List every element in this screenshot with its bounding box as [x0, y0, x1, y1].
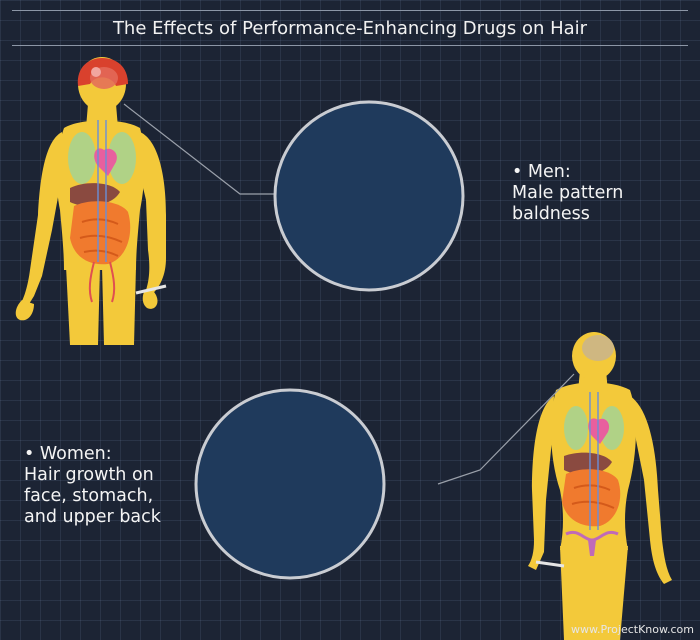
source-credit: www.ProjectKnow.com — [570, 623, 694, 636]
women-effect-note: • Women: Hair growth on face, stomach, a… — [24, 444, 161, 528]
men-effect-note: • Men: Male pattern baldness — [512, 162, 623, 225]
women-connector-line — [437, 373, 575, 485]
men-zoom-circle — [273, 100, 465, 292]
female-body-figure — [528, 332, 672, 640]
women-heading: • Women: — [24, 444, 112, 464]
title-bar: The Effects of Performance-Enhancing Dru… — [12, 10, 688, 46]
male-body-figure — [15, 57, 167, 345]
men-line-1: Male pattern — [512, 183, 624, 203]
page-title: The Effects of Performance-Enhancing Dru… — [112, 17, 588, 39]
women-line-2: face, stomach, — [24, 486, 154, 506]
women-line-1: Hair growth on — [24, 465, 154, 485]
men-line-2: baldness — [512, 204, 590, 224]
men-connector-line — [123, 103, 276, 195]
men-heading: • Men: — [512, 162, 571, 182]
women-zoom-circle — [194, 388, 386, 580]
women-line-3: and upper back — [24, 507, 161, 527]
